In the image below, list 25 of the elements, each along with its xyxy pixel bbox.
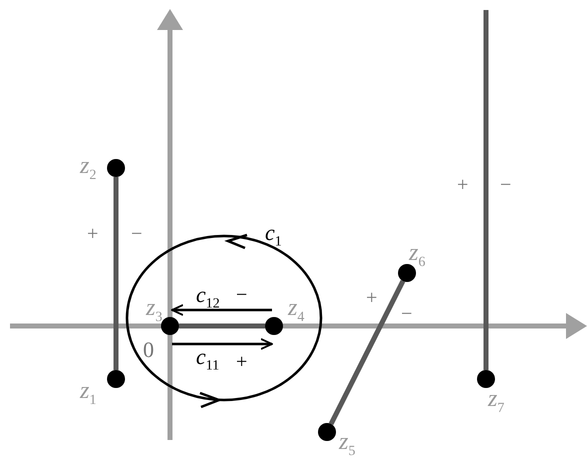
contour-label: c$_{1}$	[265, 222, 282, 252]
point-label: z$_{3}$	[146, 296, 162, 327]
sign-label: +	[87, 223, 98, 245]
point-label: z$_{7}$	[488, 387, 504, 418]
point-label: z$_{1}$	[80, 379, 96, 410]
sign-label: −	[500, 174, 512, 196]
point-label: z$_{2}$	[80, 154, 96, 185]
contour-label: c$_{12}$	[196, 284, 220, 314]
branch-cut	[114, 177, 118, 370]
origin-label: 0	[143, 339, 154, 361]
point-label: z$_{4}$	[288, 296, 304, 327]
sign-label: −	[131, 223, 142, 245]
sign-label: +	[366, 287, 378, 309]
sign-label: −	[401, 303, 412, 325]
contour-label: c$_{11}$	[196, 346, 220, 376]
contour-arrow	[171, 304, 272, 316]
sign-label: +	[457, 174, 468, 196]
branch-cut	[328, 280, 406, 426]
contour-arrow	[172, 338, 273, 350]
sign-label: +	[236, 351, 248, 373]
branch-cut	[179, 324, 265, 328]
sign-label: −	[236, 284, 248, 306]
branch-cut	[484, 10, 488, 370]
point-label: z$_{5}$	[339, 430, 356, 461]
point-label: z$_{6}$	[409, 241, 426, 272]
